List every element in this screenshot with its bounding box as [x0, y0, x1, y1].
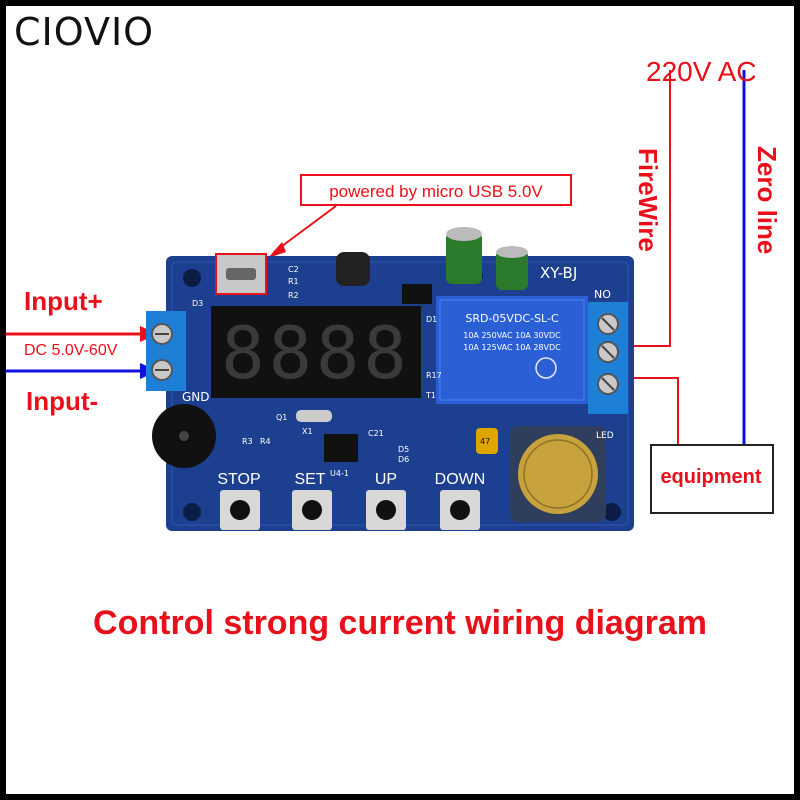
svg-text:R2: R2: [288, 291, 299, 300]
seven-segment-display: [211, 306, 421, 398]
crystal: [296, 410, 332, 422]
svg-text:10A 125VAC 10A 28VDC: 10A 125VAC 10A 28VDC: [463, 343, 561, 352]
svg-text:LED: LED: [596, 431, 614, 441]
svg-text:R17: R17: [426, 371, 442, 380]
svg-text:Q1: Q1: [276, 413, 287, 422]
svg-text:D3: D3: [192, 299, 203, 308]
button-stop[interactable]: STOP: [217, 471, 261, 530]
brand-logo: CIOVIO: [14, 10, 155, 54]
ic-chip: [402, 284, 432, 304]
svg-text:D6: D6: [398, 455, 409, 464]
equipment-label: equipment: [660, 466, 762, 488]
button-label: SET: [294, 471, 325, 488]
ac-voltage-label: 220V AC: [646, 56, 757, 87]
capacitor: [446, 232, 482, 284]
svg-text:T1: T1: [425, 391, 436, 400]
micro-usb-port: [215, 253, 267, 295]
relay: [436, 296, 588, 404]
firewire-label: FireWire: [633, 148, 663, 252]
mount-hole: [183, 269, 201, 287]
ic-chip: [324, 434, 358, 462]
equipment-wire: [616, 377, 679, 446]
dc-range-label: DC 5.0V-60V: [22, 342, 120, 360]
button-down[interactable]: DOWN: [435, 471, 486, 530]
svg-text:XY-BJ: XY-BJ: [540, 264, 577, 282]
svg-text:C2: C2: [288, 265, 299, 274]
svg-text:R4: R4: [260, 437, 271, 446]
svg-text:C21: C21: [368, 429, 384, 438]
capacitor: [496, 250, 528, 290]
svg-text:U4-1: U4-1: [330, 469, 349, 478]
inductor: [336, 252, 370, 286]
mount-hole: [183, 503, 201, 521]
display-digits: 8888: [221, 311, 410, 395]
svg-text:D5: D5: [398, 445, 409, 454]
svg-text:GND: GND: [182, 390, 210, 404]
svg-text:10A 250VAC 10A 30VDC: 10A 250VAC 10A 30VDC: [463, 331, 561, 340]
zero-line-label: Zero line: [752, 146, 782, 255]
input-minus-label: Input-: [26, 386, 99, 416]
diagram-canvas: CIOVIO: [6, 6, 794, 794]
small-capacitor: [476, 428, 498, 454]
usb-power-label: powered by micro USB 5.0V: [300, 174, 572, 206]
button-up[interactable]: UP: [366, 471, 406, 530]
wiring-diagram: 8888 SRD-05VDC-SL-C 10A 250VAC 10A 30VDC…: [6, 70, 746, 531]
mount-hole: [603, 503, 621, 521]
equipment-box: [650, 444, 774, 514]
button-label: DOWN: [435, 471, 486, 488]
svg-text:SRD-05VDC-SL-C: SRD-05VDC-SL-C: [465, 312, 559, 325]
svg-text:47: 47: [480, 437, 490, 446]
button-set[interactable]: SET: [292, 471, 332, 530]
button-label: UP: [375, 471, 397, 488]
coin-battery: [518, 434, 598, 514]
usb-pointer-arrow: [273, 205, 337, 253]
usb-pointer-arrowhead: [268, 242, 286, 258]
button-label: STOP: [217, 471, 260, 488]
svg-text:R1: R1: [288, 277, 299, 286]
svg-text:NO: NO: [594, 288, 611, 301]
diagram-caption: Control strong current wiring diagram: [93, 604, 707, 642]
pcb-board: 8888 SRD-05VDC-SL-C 10A 250VAC 10A 30VDC…: [146, 227, 634, 531]
svg-text:X1: X1: [302, 427, 313, 436]
input-plus-label: Input+: [24, 286, 103, 316]
svg-text:R3: R3: [242, 437, 253, 446]
svg-text:D1: D1: [426, 315, 437, 324]
